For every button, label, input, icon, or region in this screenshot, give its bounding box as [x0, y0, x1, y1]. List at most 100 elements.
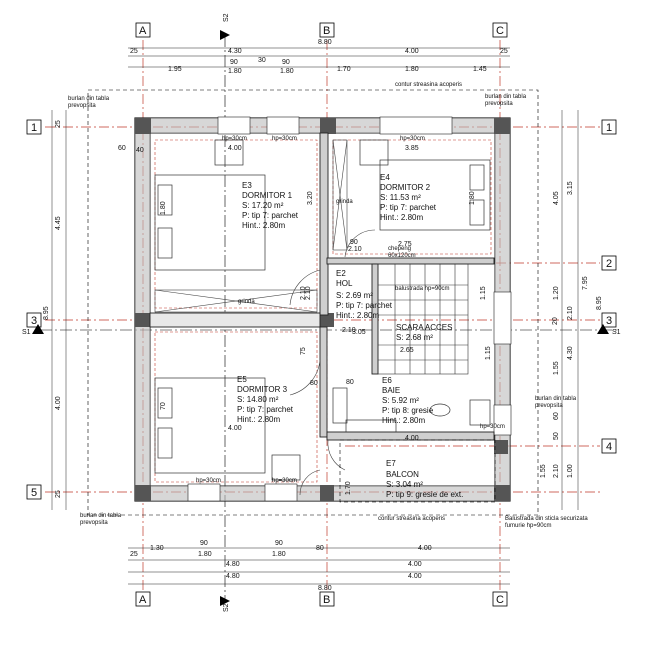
dim-left-895: 8.95	[43, 306, 50, 320]
room-e7-name: BALCON	[386, 470, 419, 479]
room-e6-height: Hint.: 2.80m	[382, 416, 425, 425]
grinda-label-2: grinda	[238, 299, 255, 305]
grid-label-5-left: 5	[31, 487, 37, 499]
annotation-line: fumurie hp=90cm	[505, 523, 552, 529]
dim-right-315: 3.15	[567, 181, 574, 195]
right-dimensions: 4.05 3.15 7.95 8.95 1.20 2.10 4.30 1.55 …	[540, 181, 603, 478]
idim-20: 1.80	[469, 191, 476, 205]
idim-13: 90	[350, 239, 358, 246]
room-e2: E2 HOL S: 2.69 m² P: tip 7: parchet Hint…	[336, 269, 393, 320]
room-labels: E3 DORMITOR 1 S: 17.20 m² P: tip 7: parc…	[237, 173, 463, 499]
room-e2-name: HOL	[336, 279, 353, 288]
section-label-s1-right: S1	[612, 329, 621, 336]
room-e4-name: DORMITOR 2	[380, 183, 431, 192]
dim-bottom-90a: 90	[200, 540, 208, 547]
annotation-line: prevopsita	[68, 103, 96, 109]
dim-right-405: 4.05	[553, 191, 560, 205]
beams	[154, 139, 348, 313]
room-e7-floor: P: tip 9: gresie de ext.	[386, 490, 463, 499]
room-e4-area: S: 11.53 m²	[380, 193, 421, 202]
grid-label-1-right: 1	[606, 122, 612, 134]
dim-top-90a: 90	[230, 59, 238, 66]
grid-label-a-top: A	[139, 25, 147, 37]
idim-17: 1.70	[345, 481, 352, 495]
idim-19: 75	[300, 347, 307, 355]
room-e7-code: E7	[386, 459, 396, 468]
idim-12: 80	[310, 380, 318, 387]
contur-bottom: contur streasina acoperis	[378, 516, 445, 522]
room-e3-code: E3	[242, 181, 252, 190]
dim-bottom-480b: 4.80	[226, 573, 240, 580]
room-e4-code: E4	[380, 173, 390, 182]
dim-right-120: 1.20	[553, 286, 560, 300]
dim-bottom-400b: 4.00	[408, 561, 422, 568]
grid-label-3-left: 3	[31, 315, 37, 327]
dim-top-right-edge: 25	[500, 48, 508, 55]
room-e5-code: E5	[237, 375, 247, 384]
idim-5: 2.10	[348, 246, 362, 253]
hp-label-4: hp=30cm	[196, 478, 221, 484]
idim-4: 4.00	[228, 425, 242, 432]
top-dimensions: 8.80 25 4.30 4.00 25 1.95 90 30 90 1.70 …	[130, 39, 508, 75]
dim-overall-top: 8.80	[318, 39, 332, 46]
stairs	[377, 263, 469, 375]
section-label-s2-top: S2	[223, 13, 230, 22]
room-e6-code: E6	[382, 376, 392, 385]
idim-10: 3.05	[352, 329, 366, 336]
bottom-dimensions: 1.30 90 90 80 4.00 1.80 1.80 25 4.80 4.0…	[130, 540, 432, 592]
grinda-label-1: grinda	[336, 199, 353, 205]
balcony-outline	[87, 89, 539, 516]
room-e6-floor: P: tip 8: gresie	[382, 406, 434, 415]
room-scara-area: S: 2.68 m²	[396, 333, 433, 342]
annotation-line: prevopsita	[80, 520, 108, 526]
idim-0: 4.00	[228, 145, 242, 152]
dim-left-25b: 25	[55, 490, 62, 498]
dim-bottom-180b: 1.80	[272, 551, 286, 558]
hp-label-6: hp=30cm	[480, 424, 505, 430]
dim-bottom-80: 80	[316, 545, 324, 552]
grid-label-4-right: 4	[606, 441, 612, 453]
dim-top-180-under-a: 1.80	[228, 68, 242, 75]
dim-top-145: 1.45	[473, 66, 487, 73]
idim-11: 80	[346, 379, 354, 386]
hp-label-2: hp=30cm	[272, 136, 297, 142]
room-e2-area: S: 2.69 m²	[336, 291, 373, 300]
idim-14: 2.10	[300, 286, 307, 300]
dim-right-210b: 2.10	[553, 464, 560, 478]
room-e6: E6 BAIE S: 5.92 m² P: tip 8: gresie Hint…	[382, 376, 434, 425]
dim-bottom-400c: 4.00	[408, 573, 422, 580]
left-dimensions: 4.45 8.95 4.00 25 25 60 40	[43, 120, 144, 498]
dim-right-155b: 1.55	[540, 464, 547, 478]
room-e5: E5 DORMITOR 3 S: 14.80 m² P: tip 7: parc…	[237, 375, 294, 424]
dimension-lines	[51, 47, 579, 585]
dim-right-795: 7.95	[582, 276, 589, 290]
dim-bottom-130: 1.30	[150, 545, 164, 552]
room-e3-area: S: 17.20 m²	[242, 201, 284, 210]
room-scara: SCARA ACCES S: 2.68 m²	[396, 323, 452, 342]
dim-overall-bottom: 8.80	[318, 585, 332, 592]
hp-label-5: hp=30cm	[272, 478, 297, 484]
dim-right-210: 2.10	[567, 306, 574, 320]
idim-1: 3.85	[405, 145, 419, 152]
grid-label-1-left: 1	[31, 122, 37, 134]
idim-9: 2.65	[400, 347, 414, 354]
idim-7: 1.15	[480, 286, 487, 300]
dim-left-25a: 25	[55, 120, 62, 128]
dim-top-195: 1.95	[168, 66, 182, 73]
interior-dimensions: 4.00 3.85 4.00 2.75 4.00 2.10 3.20 1.15 …	[160, 145, 559, 495]
dim-top-180: 1.80	[405, 66, 419, 73]
dim-right-50: 50	[553, 432, 560, 440]
hp-label-1: hp=30cm	[222, 136, 247, 142]
grid-label-c-top: C	[496, 25, 504, 37]
furniture	[154, 139, 491, 481]
room-e5-area: S: 14.80 m²	[237, 395, 279, 404]
room-e4-floor: P: tip 7: parchet	[380, 203, 437, 212]
grid-label-3-right: 3	[606, 315, 612, 327]
room-e2-height: Hint.: 2.80m	[336, 311, 379, 320]
annotation-line: prevopsita	[535, 403, 563, 409]
